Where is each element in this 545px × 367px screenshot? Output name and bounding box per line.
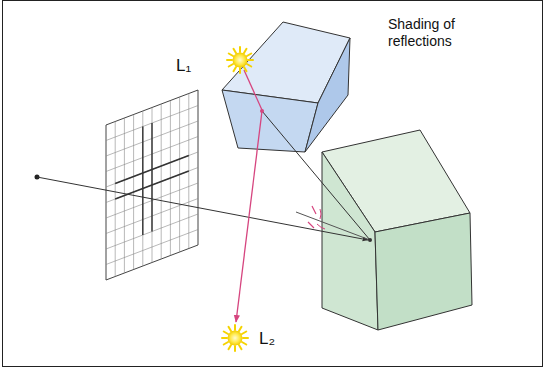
frame	[3, 1, 543, 367]
angle-marks	[308, 206, 316, 228]
light-ray-l1	[244, 70, 262, 110]
secondary-hit-point	[260, 109, 264, 113]
image-plane-grid	[106, 90, 198, 280]
hit-point	[368, 238, 372, 242]
light-label: L₁	[176, 56, 191, 76]
reflected-ray	[262, 111, 370, 240]
pixel-highlight	[151, 123, 152, 232]
note-text: Shading of reflections	[388, 16, 492, 50]
pixel-highlight	[115, 156, 189, 184]
primary-ray	[37, 177, 368, 240]
pixel-highlight	[142, 127, 143, 236]
plane-outline	[106, 90, 198, 280]
angle-arcs	[317, 209, 325, 229]
surface-normal	[296, 212, 370, 240]
light-source	[222, 325, 248, 351]
light-ray-l2	[236, 111, 262, 322]
blue-box	[222, 22, 350, 152]
light-source	[227, 47, 253, 73]
grid-line	[106, 230, 198, 265]
pixel-highlight	[115, 171, 189, 199]
light-label: L₂	[259, 329, 275, 349]
